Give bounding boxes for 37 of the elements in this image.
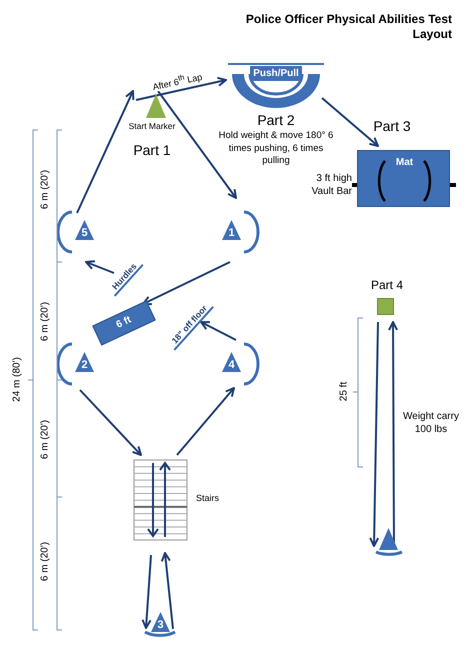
part-heading: Part 3 (372, 118, 412, 135)
dimension-label: 6 m (20') (38, 168, 52, 212)
marker-label: Start Marker (128, 121, 176, 131)
arrow (369, 322, 380, 547)
arrow (76, 90, 134, 214)
cone-marker (379, 528, 398, 550)
arrow (157, 90, 237, 199)
arrow (142, 261, 230, 306)
dimension-label: 6 m (20') (38, 418, 52, 462)
mat-label: Mat (394, 157, 414, 168)
cone-marker: 2 (75, 352, 94, 372)
cone-marker: 4 (222, 352, 241, 372)
part-heading: Part 2 (256, 112, 296, 129)
dimension-label: 6 m (20') (38, 540, 52, 584)
arrow (85, 260, 114, 274)
arrow (79, 389, 142, 456)
note-text: Weight carry 100 lbs (402, 410, 460, 436)
note-text: Hold weight & move 180° 6 times pushing, 6 times pulling (218, 130, 334, 168)
part-heading: Part 1 (132, 142, 172, 159)
arrow (160, 552, 174, 630)
arrow (321, 97, 379, 147)
arrow (176, 387, 235, 456)
arrow (200, 321, 236, 341)
bar-label: 3 ft high Vault Bar (310, 172, 352, 198)
dimension-label: 6 m (20') (38, 300, 52, 344)
dimension-label: 24 m (80') (10, 356, 24, 404)
part-heading: Part 4 (370, 278, 404, 292)
cone-marker: 1 (222, 220, 241, 240)
dimension-label: 25 ft (338, 380, 350, 404)
title: Police Officer Physical Abilities Test Layout (244, 12, 452, 42)
arrow (142, 554, 152, 629)
bench: 6 ft (92, 300, 156, 346)
cone-marker: 5 (75, 220, 94, 240)
arrow (136, 76, 227, 101)
cone-marker: 3 (151, 612, 170, 632)
stairs-label: Stairs (196, 493, 220, 503)
station-sign: Push/Pull (250, 66, 302, 81)
